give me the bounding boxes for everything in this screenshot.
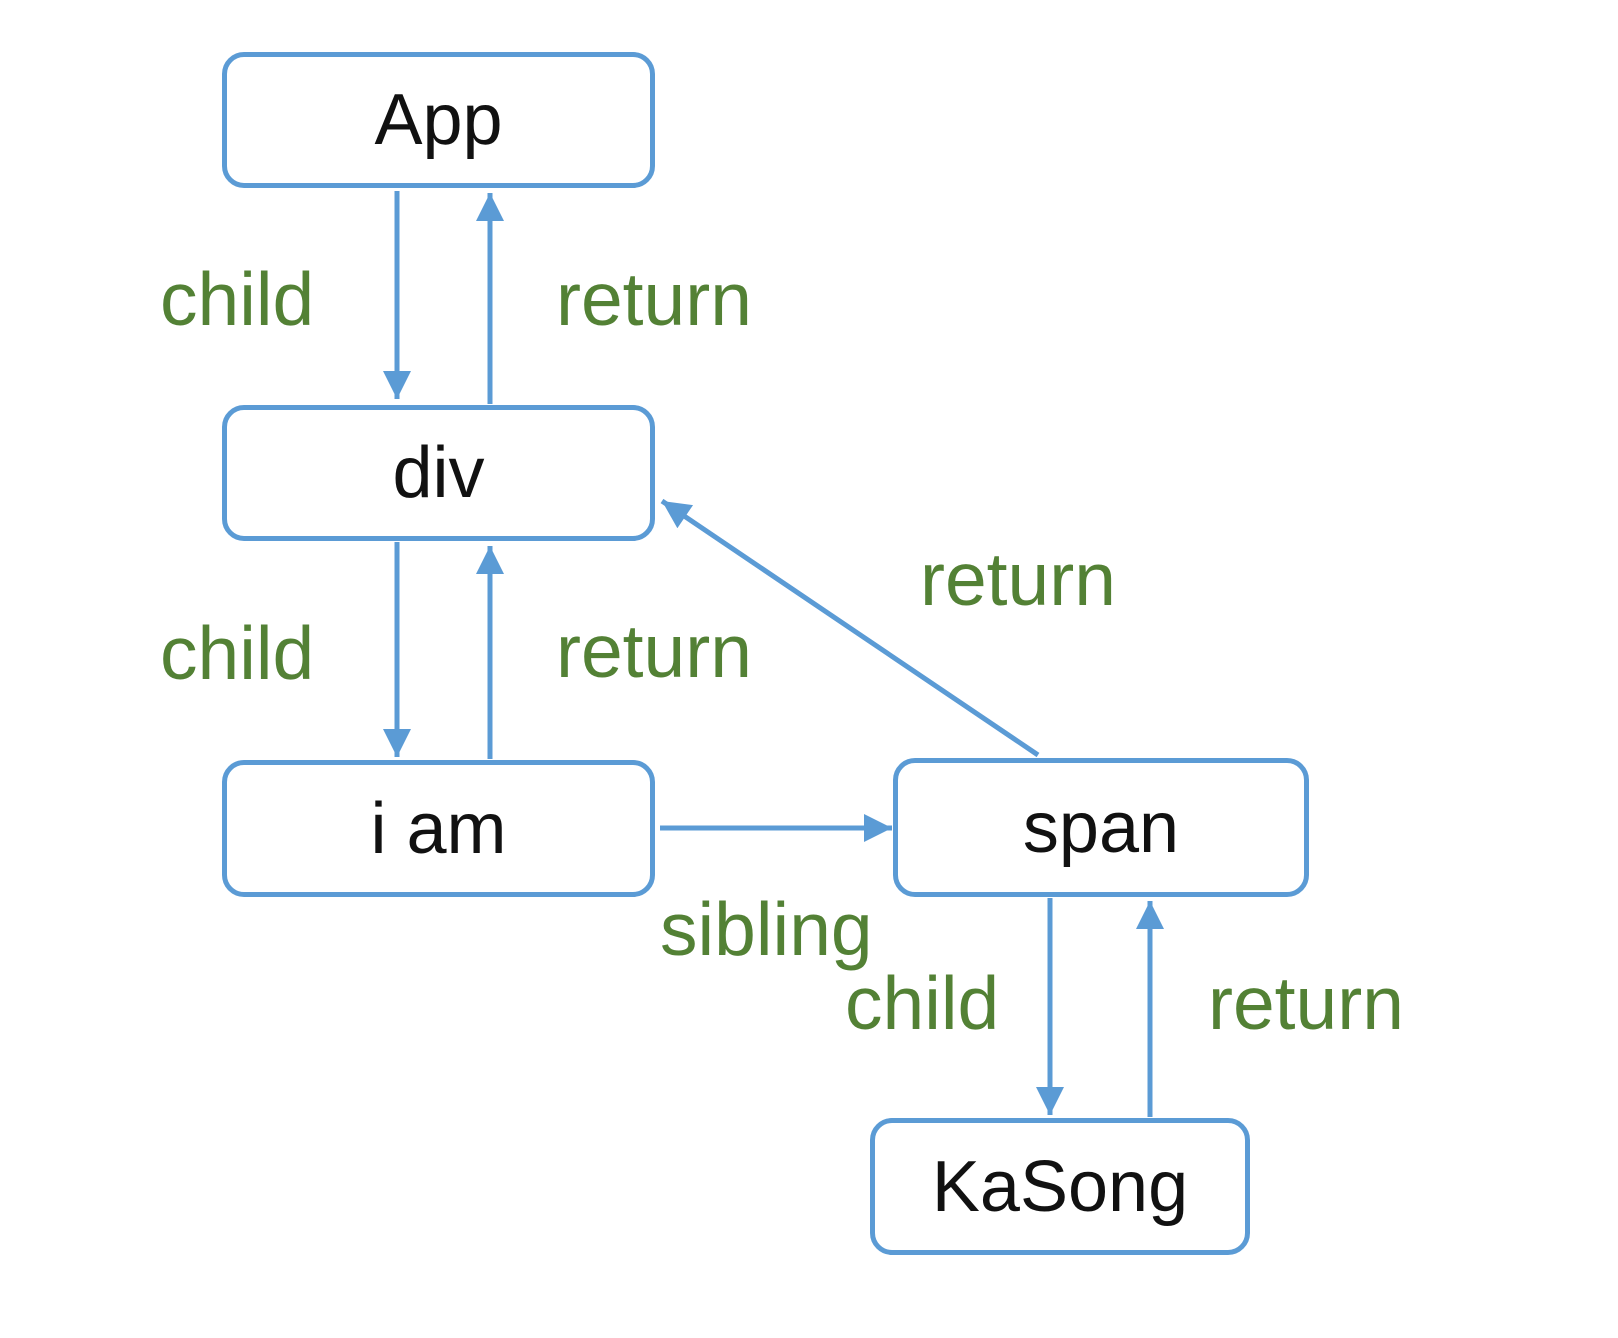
edge-label-child-span-kasong: child xyxy=(845,961,1000,1045)
edge-label-return-iam-div: return xyxy=(556,609,752,693)
node-div: div xyxy=(222,405,655,541)
arrow-return-span-to-div xyxy=(660,498,1040,758)
edge-label-child-app-div: child xyxy=(160,257,315,341)
node-span: span xyxy=(893,758,1309,897)
edge-label-return-span-div: return xyxy=(920,537,1116,621)
node-kasong: KaSong xyxy=(870,1118,1250,1255)
edge-label-return-kasong-span: return xyxy=(1208,961,1404,1045)
edge-label-child-div-iam: child xyxy=(160,611,315,695)
edge-label-return-div-app: return xyxy=(556,257,752,341)
node-app: App xyxy=(222,52,655,188)
node-i-am: i am xyxy=(222,760,655,897)
edge-label-sibling-iam-span: sibling xyxy=(660,887,873,971)
